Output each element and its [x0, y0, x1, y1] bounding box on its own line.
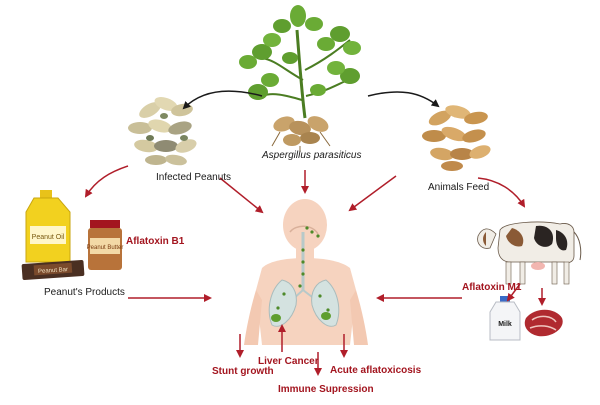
arrow-infected-to-products: [84, 165, 129, 198]
milk-bottle-image: Milk: [489, 296, 521, 341]
svg-text:Peanut Butter: Peanut Butter: [87, 245, 124, 251]
svg-text:Milk: Milk: [498, 321, 512, 328]
peanut-oil-bottle: Peanut Oil: [25, 190, 71, 263]
cow-image: [477, 221, 582, 285]
arrow-cow-to-milk: [506, 283, 521, 302]
liver-cancer-label: Liver Cancer: [258, 356, 319, 367]
animals-feed-label: Animals Feed: [428, 182, 490, 193]
arrow-feed-to-body: [348, 175, 397, 212]
human-body-image: [244, 199, 368, 345]
immune-supression-label: Immune Supression: [278, 384, 374, 395]
peanut-plant-image: [239, 5, 361, 152]
arrow-feed-to-cow: [477, 177, 526, 208]
meat-image: [524, 309, 563, 337]
animal-feed-image: [422, 105, 491, 171]
peanut-bar: Peanut Bar: [21, 259, 85, 281]
source-fungus-label: Aspergillus parasiticus: [262, 150, 362, 161]
svg-text:Peanut Bar: Peanut Bar: [38, 267, 68, 275]
svg-text:Peanut Oil: Peanut Oil: [32, 234, 65, 241]
infected-peanuts-label: Infected Peanuts: [156, 172, 232, 183]
peanut-butter-jar: Peanut Butter: [87, 220, 124, 270]
aflatoxin-m1-label: Aflatoxin M1: [462, 282, 522, 293]
aflatoxin-b1-label: Aflatoxin B1: [126, 236, 185, 247]
infected-peanuts-image: [128, 97, 197, 166]
peanut-products-image: Peanut Oil Peanut Butter Peanut Bar: [21, 190, 124, 281]
arrow-plant-to-feed: [367, 91, 440, 108]
stunt-growth-label: Stunt growth: [212, 366, 274, 377]
arrow-infected-to-body: [219, 177, 264, 214]
arrow-plant-to-infected: [182, 90, 263, 110]
peanut-products-label: Peanut's Products: [44, 287, 125, 298]
acute-aflatoxicosis-label: Acute aflatoxicosis: [330, 365, 422, 376]
